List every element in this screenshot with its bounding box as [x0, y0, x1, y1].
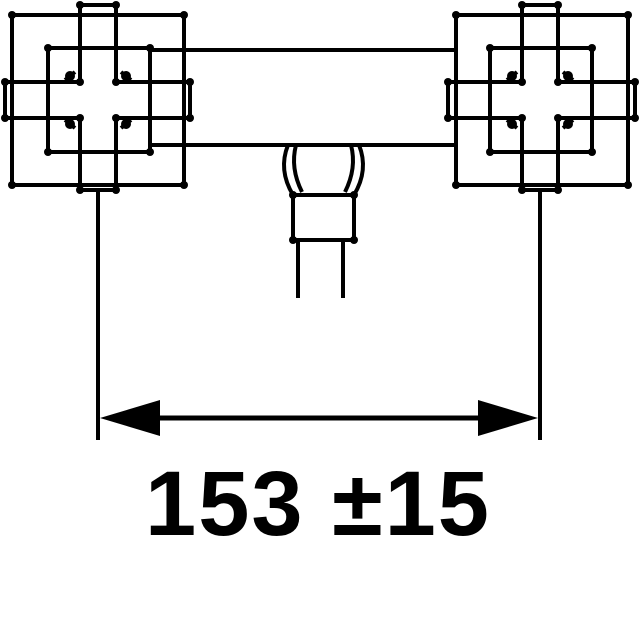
right-cross-handle-icon: [444, 1, 639, 194]
spout-outlet-icon: [282, 144, 365, 298]
left-cross-handle-icon: [1, 1, 194, 194]
double-headed-arrow-icon: [100, 400, 538, 436]
mixer-body: [148, 48, 456, 147]
extension-lines: [96, 190, 542, 440]
dimension-label: 153 ±15: [145, 453, 491, 555]
